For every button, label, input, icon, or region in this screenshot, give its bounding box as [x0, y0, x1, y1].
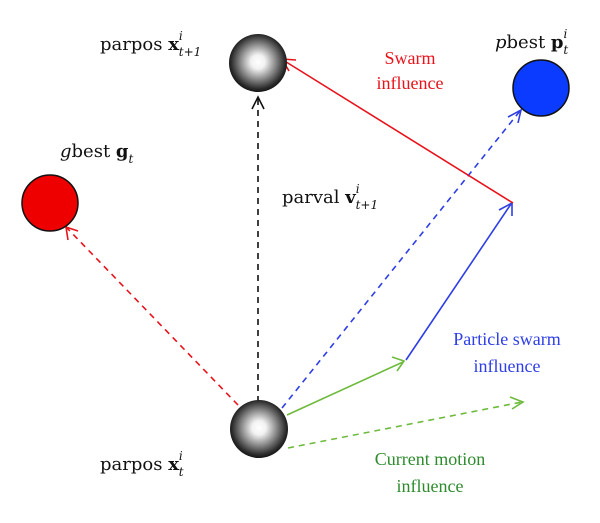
swarm-arrow — [282, 59, 514, 204]
motion-dashed-arrowhead — [509, 396, 525, 410]
particle-swarm-arrowhead — [498, 201, 513, 216]
particle-swarm-arrow — [405, 203, 512, 361]
grey-sphere-icon — [229, 34, 287, 92]
swarm-influence-caption-line2: influence — [377, 73, 444, 93]
velocity-arrowhead — [251, 95, 265, 110]
current-motion-caption-line1: Current motion — [375, 449, 486, 469]
pbest-arrow — [281, 110, 521, 409]
grey-sphere-icon — [230, 400, 288, 458]
gbest-label: gbest gt — [60, 141, 134, 166]
particle-swarm-caption-line2: influence — [474, 356, 541, 376]
gbest-arrow — [66, 227, 239, 406]
motion-dashed-arrow — [287, 401, 523, 449]
current-motion-caption-line2: influence — [397, 476, 464, 496]
motion-arrow — [286, 361, 404, 416]
red-circle-icon — [21, 174, 79, 232]
gbest-arrowhead — [65, 225, 79, 241]
arrows — [65, 58, 525, 449]
motion-arrowhead — [391, 356, 406, 372]
blue-circle-icon — [512, 59, 570, 117]
pbest-arrowhead — [507, 108, 523, 124]
particle-swarm-caption-line1: Particle swarm — [453, 329, 560, 349]
swarm-influence-caption-line1: Swarm — [385, 48, 436, 68]
